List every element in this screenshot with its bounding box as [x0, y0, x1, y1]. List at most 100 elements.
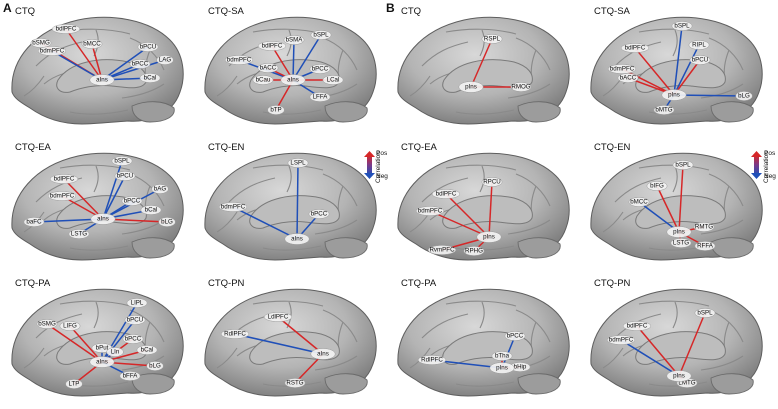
node-label-rvmpfc: RvmPFC	[429, 247, 455, 254]
node-label-lag: LAG	[159, 57, 172, 64]
node-label-blg: bLG	[161, 219, 173, 226]
node-label-rphg: RPHG	[465, 248, 483, 255]
node-bubble	[463, 246, 485, 256]
node-bubble	[670, 238, 692, 248]
node-label-rdlpfc: RdlPFC	[421, 357, 443, 364]
panel-grid: CTQbdlPFCbMCCbSMGbdmPFCbPCULAGbPCCbCalaI…	[11, 6, 763, 397]
edge-pins-bmcc	[638, 201, 680, 233]
node-bubble	[427, 245, 457, 255]
edge-ains-bpcu	[101, 46, 149, 81]
node-bubble	[51, 24, 81, 34]
edge-ains-bsmg	[46, 323, 103, 363]
brain-panel-b2: CTQ-SAbSPLRIPLbdlPFCbPCUbdmPFCbACCbLGbMT…	[590, 6, 763, 125]
edge-pins-bspl	[678, 312, 706, 377]
edge-pins-bpcu	[673, 59, 701, 96]
node-bubble	[111, 156, 133, 166]
node-label-ains: aIns	[287, 77, 299, 84]
node-bubble	[218, 202, 248, 212]
node-label-bcal: bCal	[145, 207, 158, 214]
node-label-ains: aIns	[96, 77, 108, 84]
node-bubble	[89, 74, 115, 86]
node-bubble	[666, 226, 692, 238]
node-label-bdlpfc: bdlPFC	[262, 43, 283, 50]
node-label-rspl: RSPL	[484, 36, 501, 43]
node-bubble	[263, 312, 293, 322]
node-label-bsmg: bSMG	[38, 321, 56, 328]
legend-neg: Neg	[376, 173, 388, 180]
node-bubble	[119, 371, 141, 381]
panel-title: CTQ-SA	[594, 6, 631, 17]
cerebellum	[517, 373, 561, 395]
panel-title: CTQ-PN	[594, 278, 631, 289]
node-label-lin: LIn	[111, 349, 120, 356]
node-label-lffa: LFFA	[313, 94, 329, 101]
node-label-bdlpfc: bdlPFC	[56, 26, 77, 33]
node-bubble	[310, 348, 336, 360]
brain-panel-a1: CTQbdlPFCbMCCbSMGbdmPFCbPCULAGbPCCbCalaI…	[11, 6, 184, 125]
node-label-rffa: RFFA	[697, 243, 714, 250]
node-label-bpcu: bPCU	[140, 44, 157, 51]
node-label-bag: bAG	[154, 186, 167, 193]
brain-gyrus	[479, 29, 485, 57]
node-bubble	[47, 191, 77, 201]
node-bubble	[417, 355, 447, 365]
panel-title: CTQ-PA	[401, 278, 437, 289]
node-bubble	[158, 217, 176, 227]
node-bubble	[693, 222, 715, 232]
node-label-bdlpfc: bdlPFC	[436, 191, 457, 198]
brain-gyrus	[59, 164, 131, 171]
node-bubble	[504, 331, 526, 341]
node-label-bcal: bCal	[144, 75, 157, 82]
node-label-bpcu: bPCU	[127, 317, 144, 324]
brain-gyrus	[93, 301, 99, 329]
node-bubble	[617, 73, 639, 83]
legend-title: Correlation	[763, 151, 770, 183]
brain-gyrus	[421, 41, 469, 67]
brain-panel-a3: CTQ-EAbSPLbPCUbdlPFCbAGbdmPFCbPCCbCalbaF…	[11, 142, 184, 261]
edge-ains-ldlpfc	[277, 316, 324, 355]
node-bubble	[666, 370, 692, 382]
node-bubble	[257, 41, 287, 51]
node-bubble	[628, 197, 650, 207]
cerebellum	[710, 237, 754, 259]
brain-gyrus	[121, 83, 165, 99]
brain-gyrus	[708, 173, 744, 207]
node-bubble	[284, 378, 306, 388]
node-bubble	[308, 209, 330, 219]
brain-gyrus	[69, 109, 129, 115]
legend-up-arrow	[364, 151, 375, 157]
node-label-bacc: bACC	[620, 75, 637, 82]
brain-gyrus	[700, 219, 744, 235]
node-bubble	[671, 21, 693, 31]
brain-gyrus	[708, 37, 744, 71]
node-label-ains: aIns	[317, 351, 329, 358]
legend-pos: Pos	[376, 150, 388, 157]
node-bubble	[257, 63, 279, 73]
node-bubble	[121, 196, 143, 206]
brain-gyrus	[672, 301, 678, 329]
brain-gyrus	[421, 313, 469, 339]
node-bubble	[607, 64, 637, 74]
node-label-btha: bTha	[495, 353, 510, 360]
brain-gyrus	[322, 37, 358, 71]
brain-gyrus	[216, 211, 238, 233]
edge-ains-bdmpfc	[51, 50, 103, 81]
brain-gyrus	[507, 83, 551, 99]
brain-gyrus	[455, 381, 515, 387]
edge-pins-bdmpfc	[429, 210, 490, 238]
brain-gyrus	[648, 109, 708, 115]
cerebellum	[324, 237, 368, 259]
legend-b: Pos Neg Correlation	[751, 150, 776, 183]
node-bubble	[458, 81, 484, 93]
edge-ains-bspl	[292, 34, 322, 81]
edge-pins-rpcu	[488, 181, 493, 238]
edge-pins-rspl	[470, 38, 493, 88]
node-bubble	[59, 321, 81, 331]
edge-pins-ripl	[673, 44, 700, 96]
node-label-btp: bTP	[270, 107, 281, 114]
node-bubble	[106, 347, 124, 357]
cerebellum	[131, 373, 175, 395]
